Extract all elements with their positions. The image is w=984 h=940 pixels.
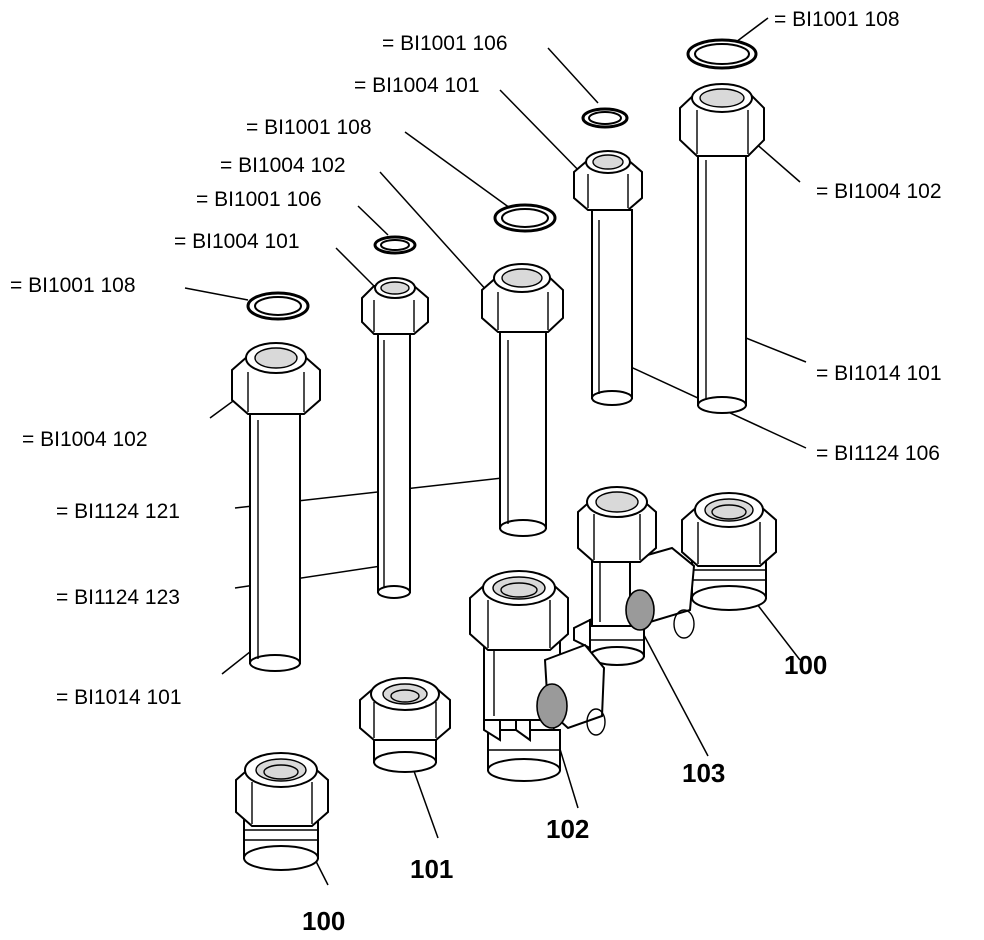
fitting-101 bbox=[359, 677, 451, 773]
fitting-100-right bbox=[681, 492, 777, 611]
valve-103 bbox=[573, 486, 696, 666]
item-number-102: 102 bbox=[546, 814, 589, 844]
sealing-rings bbox=[246, 38, 758, 321]
pipes bbox=[249, 149, 747, 672]
label-pipe-123: = BI1124 123 bbox=[56, 586, 180, 609]
nut-bi1004-101 bbox=[573, 150, 643, 211]
nut-right-bi1004-102 bbox=[679, 83, 765, 157]
item-number-103: 103 bbox=[682, 758, 725, 788]
ring-left-bi1001-108 bbox=[246, 291, 310, 321]
pipe-right-bi1014-101 bbox=[697, 149, 747, 414]
fitting-100-bottom bbox=[235, 752, 329, 871]
ring-mid-bi1001-108 bbox=[493, 203, 557, 233]
label-ring-106-b: = BI1001 106 bbox=[196, 188, 322, 211]
pipe-bi1124-121 bbox=[499, 329, 547, 537]
valve-102 bbox=[469, 570, 606, 782]
ring-top-right-bi1001-108 bbox=[686, 38, 758, 70]
label-nut-102-b: = BI1004 102 bbox=[220, 154, 346, 177]
label-right-nut-102: = BI1004 102 bbox=[816, 180, 942, 203]
label-top-right-ring: = BI1001 108 bbox=[774, 8, 900, 31]
label-mid-small-nut: = BI1004 101 bbox=[354, 74, 480, 97]
pipe-bi1124-123 bbox=[377, 329, 411, 599]
item-number-100-right: 100 bbox=[784, 650, 827, 680]
label-nut-101-b: = BI1004 101 bbox=[174, 230, 300, 253]
ring-small-left-bi1001-106 bbox=[373, 235, 417, 255]
label-ring-108-c: = BI1001 108 bbox=[10, 274, 136, 297]
nut-bi1004-102 bbox=[481, 263, 564, 333]
label-mid-small-ring: = BI1001 106 bbox=[382, 32, 508, 55]
nut-left-bi1004-102 bbox=[231, 342, 321, 415]
fittings bbox=[235, 486, 777, 871]
item-number-100-bottom: 100 bbox=[302, 906, 345, 936]
label-left-nut-102: = BI1004 102 bbox=[22, 428, 148, 451]
callout-labels: = BI1001 108 = BI1001 106 = BI1004 101 =… bbox=[10, 8, 942, 709]
label-pipe-121: = BI1124 121 bbox=[56, 500, 180, 523]
union-nuts bbox=[231, 83, 765, 415]
label-left-pipe-101: = BI1014 101 bbox=[56, 686, 182, 709]
label-pipe-106: = BI1124 106 bbox=[816, 442, 940, 465]
item-numbers: 100 103 102 101 100 bbox=[302, 650, 827, 936]
ring-small-bi1001-106 bbox=[581, 107, 629, 129]
item-number-101: 101 bbox=[410, 854, 453, 884]
label-right-pipe-101: = BI1014 101 bbox=[816, 362, 942, 385]
label-ring-108-b: = BI1001 108 bbox=[246, 116, 372, 139]
nut-left-bi1004-101 bbox=[361, 277, 429, 335]
pipe-bi1124-106 bbox=[591, 209, 633, 406]
pipe-left-bi1014-101 bbox=[249, 409, 301, 672]
